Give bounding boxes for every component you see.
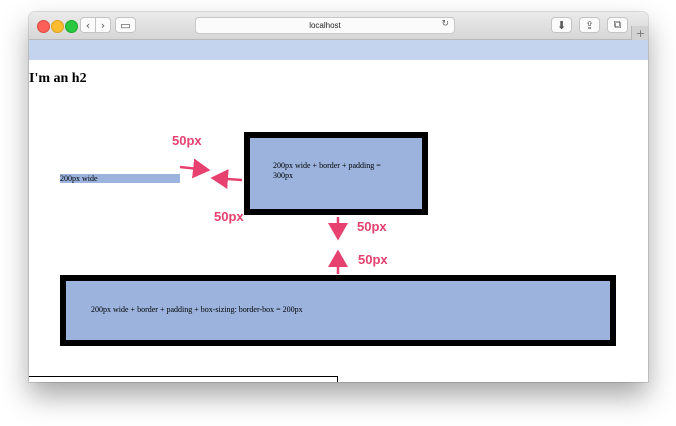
margin-label-mid: 50px xyxy=(357,219,387,234)
browser-toolbar: ‹ › ▭ localhost ↻ ⬇ ⇪ ⧉ + xyxy=(29,12,648,40)
mid-box-text: 200px wide + border + padding = 300px xyxy=(273,161,381,180)
sidebar-toggle-button[interactable]: ▭ xyxy=(115,17,136,33)
back-button[interactable]: ‹ xyxy=(80,17,96,33)
page-content: I'm an h2 200px wide 200px wide + border… xyxy=(29,60,648,382)
margin-label-top: 50px xyxy=(172,133,202,148)
margin-label-low: 50px xyxy=(358,252,388,267)
tabs-icon: ⧉ xyxy=(613,18,622,31)
minimize-window-button[interactable] xyxy=(51,20,64,33)
partial-element-outline xyxy=(29,376,338,382)
sidebar-icon: ▭ xyxy=(120,18,131,32)
share-icon: ⇪ xyxy=(584,18,595,32)
chevron-right-icon: › xyxy=(100,18,106,32)
plus-icon: + xyxy=(635,26,646,40)
big-box-text: 200px wide + border + padding + box-sizi… xyxy=(91,305,303,314)
reload-icon[interactable]: ↻ xyxy=(441,19,449,29)
close-window-button[interactable] xyxy=(37,20,50,33)
new-tab-button[interactable]: + xyxy=(631,26,648,40)
forward-button[interactable]: › xyxy=(95,17,111,33)
chevron-left-icon: ‹ xyxy=(85,18,91,32)
small-box-text: 200px wide xyxy=(60,174,98,183)
page-heading: I'm an h2 xyxy=(29,71,87,86)
tab-overview-button[interactable]: ⧉ xyxy=(607,17,628,33)
page-header-band xyxy=(29,40,648,60)
browser-window: ‹ › ▭ localhost ↻ ⬇ ⇪ ⧉ + xyxy=(29,12,648,382)
downloads-button[interactable]: ⬇ xyxy=(551,17,572,33)
address-bar[interactable]: localhost ↻ xyxy=(195,17,455,34)
maximize-window-button[interactable] xyxy=(65,20,78,33)
small-box: 200px wide xyxy=(60,174,180,183)
download-icon: ⬇ xyxy=(556,18,567,32)
url-text: localhost xyxy=(309,21,341,30)
margin-label-left: 50px xyxy=(214,209,244,224)
share-button[interactable]: ⇪ xyxy=(579,17,600,33)
border-box-model-box: 200px wide + border + padding + box-sizi… xyxy=(60,275,616,346)
content-box-model-box: 200px wide + border + padding = 300px xyxy=(244,132,428,215)
